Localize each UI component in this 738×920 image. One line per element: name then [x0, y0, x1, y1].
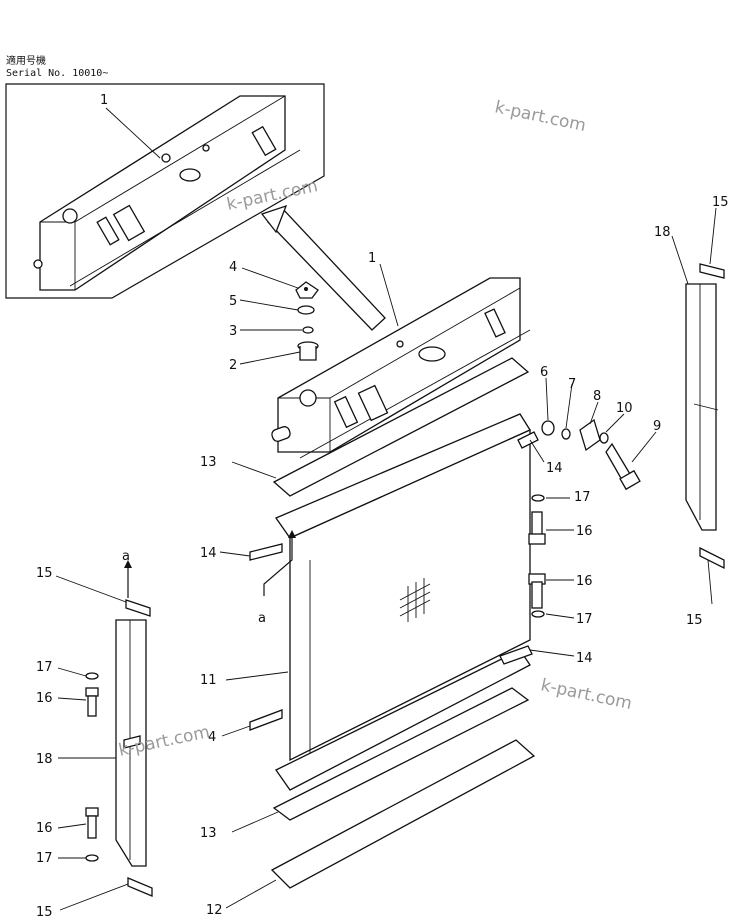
- callout-16-lower: 16: [576, 574, 593, 589]
- washer-upper: [531, 494, 545, 502]
- bolt-left-lower: [85, 807, 99, 839]
- watermark-3: k-part.com: [539, 675, 634, 714]
- callout-12: 12: [206, 903, 223, 918]
- callout-9: 9: [653, 419, 661, 434]
- callout-14-upper-right: 14: [546, 461, 563, 476]
- washer-lower: [531, 610, 545, 618]
- callout-4-bottom: 4: [208, 730, 216, 745]
- bolt-lower: [528, 573, 546, 609]
- washer-left-upper: [85, 672, 99, 680]
- arrowhead: [260, 204, 288, 234]
- bolt-left-upper: [85, 687, 99, 717]
- callout-1-inset: 1: [100, 93, 108, 108]
- side-support-left: [115, 619, 147, 867]
- callout-13-bottom: 13: [200, 826, 217, 841]
- callout-15-right-bottom: 15: [686, 613, 703, 628]
- plate-left: [249, 543, 283, 561]
- side-support-right: [685, 283, 719, 531]
- filler-neck: [297, 341, 319, 361]
- callout-17-upper: 17: [574, 490, 591, 505]
- callout-1: 1: [368, 251, 376, 266]
- callout-17-left-lower: 17: [36, 851, 53, 866]
- callout-16-left-upper: 16: [36, 691, 53, 706]
- reference-a-top: a: [122, 549, 130, 564]
- gasket-bottom: [272, 687, 530, 821]
- watermark-2: k-part.com: [225, 176, 320, 215]
- bracket-right-bottom: [699, 546, 725, 570]
- bolt-upper: [528, 511, 546, 545]
- drain-valve: [579, 418, 601, 452]
- callout-2: 2: [229, 358, 237, 373]
- o-ring-small: [561, 428, 571, 440]
- callout-7: 7: [568, 377, 576, 392]
- radiator-core: [275, 413, 531, 791]
- lower-tank: [270, 739, 536, 889]
- washer-left-lower: [85, 854, 99, 862]
- callout-4-cap: 4: [229, 260, 237, 275]
- callout-8: 8: [593, 389, 601, 404]
- pressure-cap: [295, 281, 319, 299]
- o-ring: [297, 305, 315, 315]
- core-mesh-symbol: [399, 578, 431, 622]
- callout-labels: 1 1 4 5 3 2 13 14 11 4 13 12 6 7 8 10 9 …: [36, 93, 729, 920]
- bracket-right-top: [699, 263, 725, 279]
- callout-11: 11: [200, 673, 217, 688]
- callout-15-left-top: 15: [36, 566, 53, 581]
- plate-right-lower: [499, 645, 533, 665]
- callout-5: 5: [229, 294, 237, 309]
- callout-14-left: 14: [200, 546, 217, 561]
- inset-upper-tank: [33, 95, 301, 291]
- upper-tank: [271, 277, 531, 459]
- reference-a-mid: a: [258, 611, 266, 626]
- callout-16-upper: 16: [576, 524, 593, 539]
- gasket-top: [272, 357, 530, 497]
- callout-16-left-lower: 16: [36, 821, 53, 836]
- drain-plug-bolt: [605, 442, 641, 491]
- watermark-1: k-part.com: [493, 97, 588, 136]
- serial-heading-jp: 適用号機: [6, 54, 46, 67]
- callout-15-left-bottom: 15: [36, 905, 53, 920]
- plate-right-upper: [517, 431, 539, 449]
- reference-arrow-a-mid: [263, 534, 293, 596]
- callout-15-right-top: 15: [712, 195, 729, 210]
- callout-18-right: 18: [654, 225, 671, 240]
- bracket-left-top: [125, 599, 151, 617]
- plate-left-lower: [249, 709, 283, 731]
- inset-reference-arrow: [267, 207, 386, 331]
- callout-10: 10: [616, 401, 633, 416]
- callout-17-lower: 17: [576, 612, 593, 627]
- serial-heading: Serial No. 10010~: [6, 68, 108, 79]
- callout-14-lower-right: 14: [576, 651, 593, 666]
- bracket-left-bottom: [127, 877, 153, 897]
- washer: [302, 326, 314, 334]
- callout-18-left: 18: [36, 752, 53, 767]
- washer-small: [599, 432, 609, 444]
- inset-panel: [5, 83, 325, 299]
- callout-17-left-upper: 17: [36, 660, 53, 675]
- callout-13-top: 13: [200, 455, 217, 470]
- seal-ring: [541, 420, 555, 436]
- callout-6: 6: [540, 365, 548, 380]
- leader-lines: [55, 107, 717, 911]
- callout-3: 3: [229, 324, 237, 339]
